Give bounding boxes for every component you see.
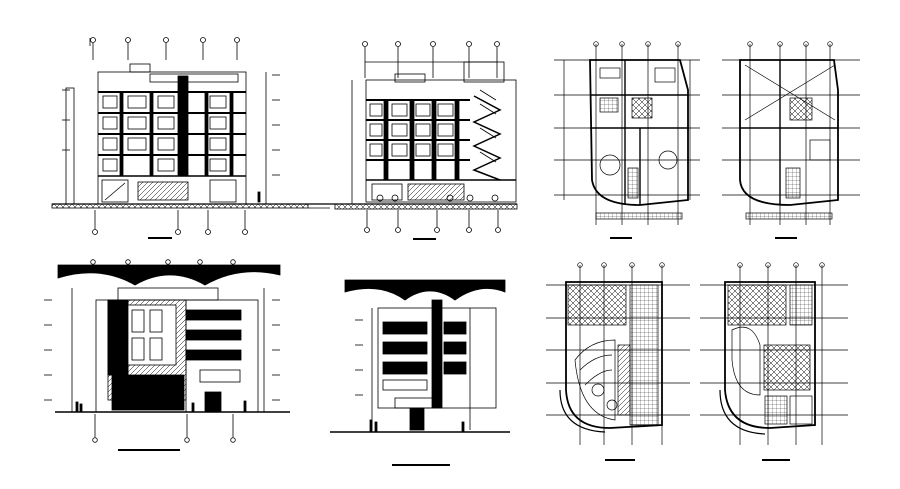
elevation-side-drawing	[330, 279, 510, 466]
section-a-axis-markers	[89, 37, 240, 60]
plan-4-drawing	[700, 262, 848, 461]
plan-1-drawing	[554, 41, 700, 239]
section-b-axis-markers	[362, 41, 500, 78]
section-b-drawing	[330, 41, 518, 240]
elevation-front-drawing	[44, 259, 290, 451]
plan-2-drawing	[722, 41, 860, 239]
section-a-drawing	[51, 37, 330, 239]
plan-3-drawing	[546, 262, 690, 461]
